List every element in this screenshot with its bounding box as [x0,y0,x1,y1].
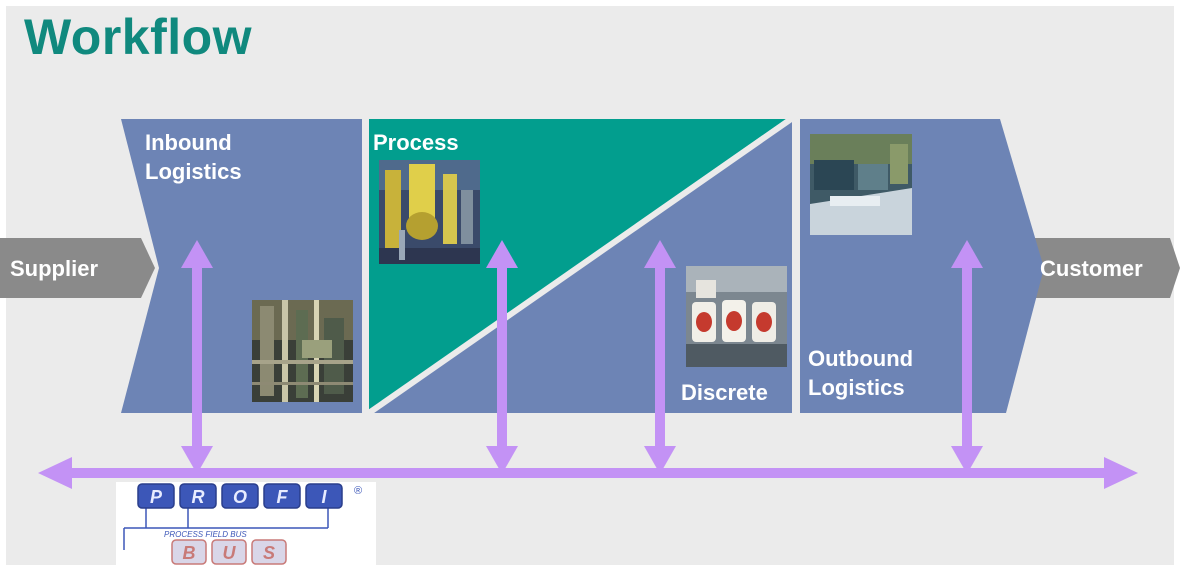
bottling-line-photo [686,266,787,367]
supplier-arrow [0,238,155,298]
logo-top-letter-1: R [192,487,205,507]
supplier-label: Supplier [10,256,99,281]
logo-top-letter-2: O [233,487,247,507]
profibus-logo: P R O F I ® PROCESS FIELD BUS B U S [116,482,376,568]
discrete-label: Discrete [681,380,768,405]
inbound-logistics-label: Inbound Logistics [145,128,242,186]
logo-tagline: PROCESS FIELD BUS [164,530,247,539]
logo-registered-mark: ® [354,485,362,497]
customer-label: Customer [1040,256,1143,281]
logo-top-box-3 [263,483,301,509]
logo-top-box-4 [305,483,343,509]
outbound-label-line2: Logistics [808,375,905,400]
logo-bottom-letter-1: U [223,543,237,563]
customer-arrow [1025,238,1180,298]
logo-top-letter-4: I [321,487,327,507]
process-bus-link-arrow [486,240,518,474]
inbound-label-line2: Logistics [145,159,242,184]
logo-top-letter-3: F [277,487,289,507]
logo-bottom-box-1 [211,539,247,565]
logo-top-box-1 [179,483,217,509]
inbound-label-line1: Inbound [145,130,232,155]
logo-top-letter-0: P [150,487,163,507]
process-plant-photo [379,160,480,264]
logo-bottom-letter-0: B [183,543,196,563]
logo-top-box-2 [221,483,259,509]
outbound-label-line1: Outbound [808,346,914,371]
logo-bottom-box-2 [251,539,287,565]
industrial-warehouse-photo [252,300,353,402]
inbound-bus-link-arrow [181,240,213,474]
logo-bottom-letter-2: S [263,543,275,563]
fieldbus-arrow [38,457,1138,489]
discrete-bus-link-arrow [644,240,676,474]
logo-bottom-box-0 [171,539,207,565]
outbound-logistics-label: Outbound Logistics [808,344,913,402]
logo-top-box-0 [137,483,175,509]
process-discrete-divider [364,114,796,418]
process-label: Process [373,130,459,155]
outbound-bus-link-arrow [951,240,983,474]
page-title: Workflow [24,9,253,65]
packaging-conveyor-photo [810,134,912,235]
